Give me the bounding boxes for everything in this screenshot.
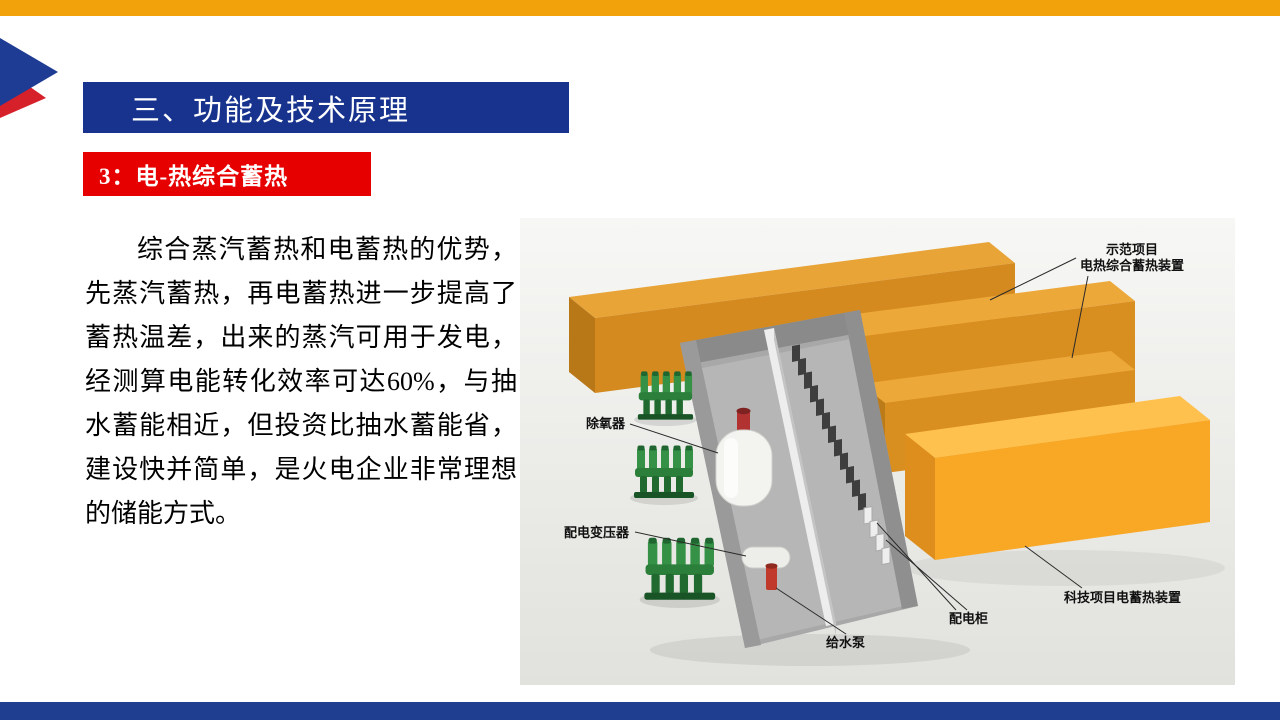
container-shadow [650,634,970,666]
body-paragraph: 综合蒸汽蓄热和电蓄热的优势，先蒸汽蓄热，再电蓄热进一步提高了蓄热温差，出来的蒸汽… [85,235,517,528]
subsection-badge: 3：电-热综合蓄热 [83,152,371,196]
label-transformer: 配电变压器 [564,525,630,540]
label-deaerator: 除氧器 [586,416,626,431]
diagram-area: 示范项目 电热综合蓄热装置 除氧器 配电变压器 给水泵 配电柜 科技项目电蓄热装… [520,218,1235,685]
deaerator-tank [715,407,773,507]
top-accent-bar [0,0,1280,16]
box-shadow [905,550,1225,586]
label-demo-project-line2: 电热综合蓄热装置 [1080,258,1184,273]
label-feed-pump: 给水泵 [826,635,865,650]
bottom-accent-bar [0,702,1280,720]
storage-box-4 [905,396,1210,560]
green-equipment-3 [639,537,720,608]
label-demo-project-line1: 示范项目 [1106,242,1158,257]
label-tech-project: 科技项目电蓄热装置 [1064,590,1181,605]
transformer-cylinder [741,546,791,569]
section-title: 三、功能及技术原理 [131,94,411,127]
corner-arrow-decoration [0,38,58,118]
feed-pump [765,563,778,590]
green-equipment-1 [634,371,697,427]
section-title-banner: 三、功能及技术原理 [83,82,569,133]
divider-wall [764,328,836,636]
container-structure [680,310,918,648]
green-equipment-2 [630,445,698,505]
label-power-cabinet: 配电柜 [949,611,988,626]
subsection-title: 3：电-热综合蓄热 [99,164,289,189]
leader-lines [629,257,1089,635]
corner-arrow-blue [0,38,58,106]
diagram-illustration: 示范项目 电热综合蓄热装置 除氧器 配电变压器 给水泵 配电柜 科技项目电蓄热装… [520,218,1235,685]
